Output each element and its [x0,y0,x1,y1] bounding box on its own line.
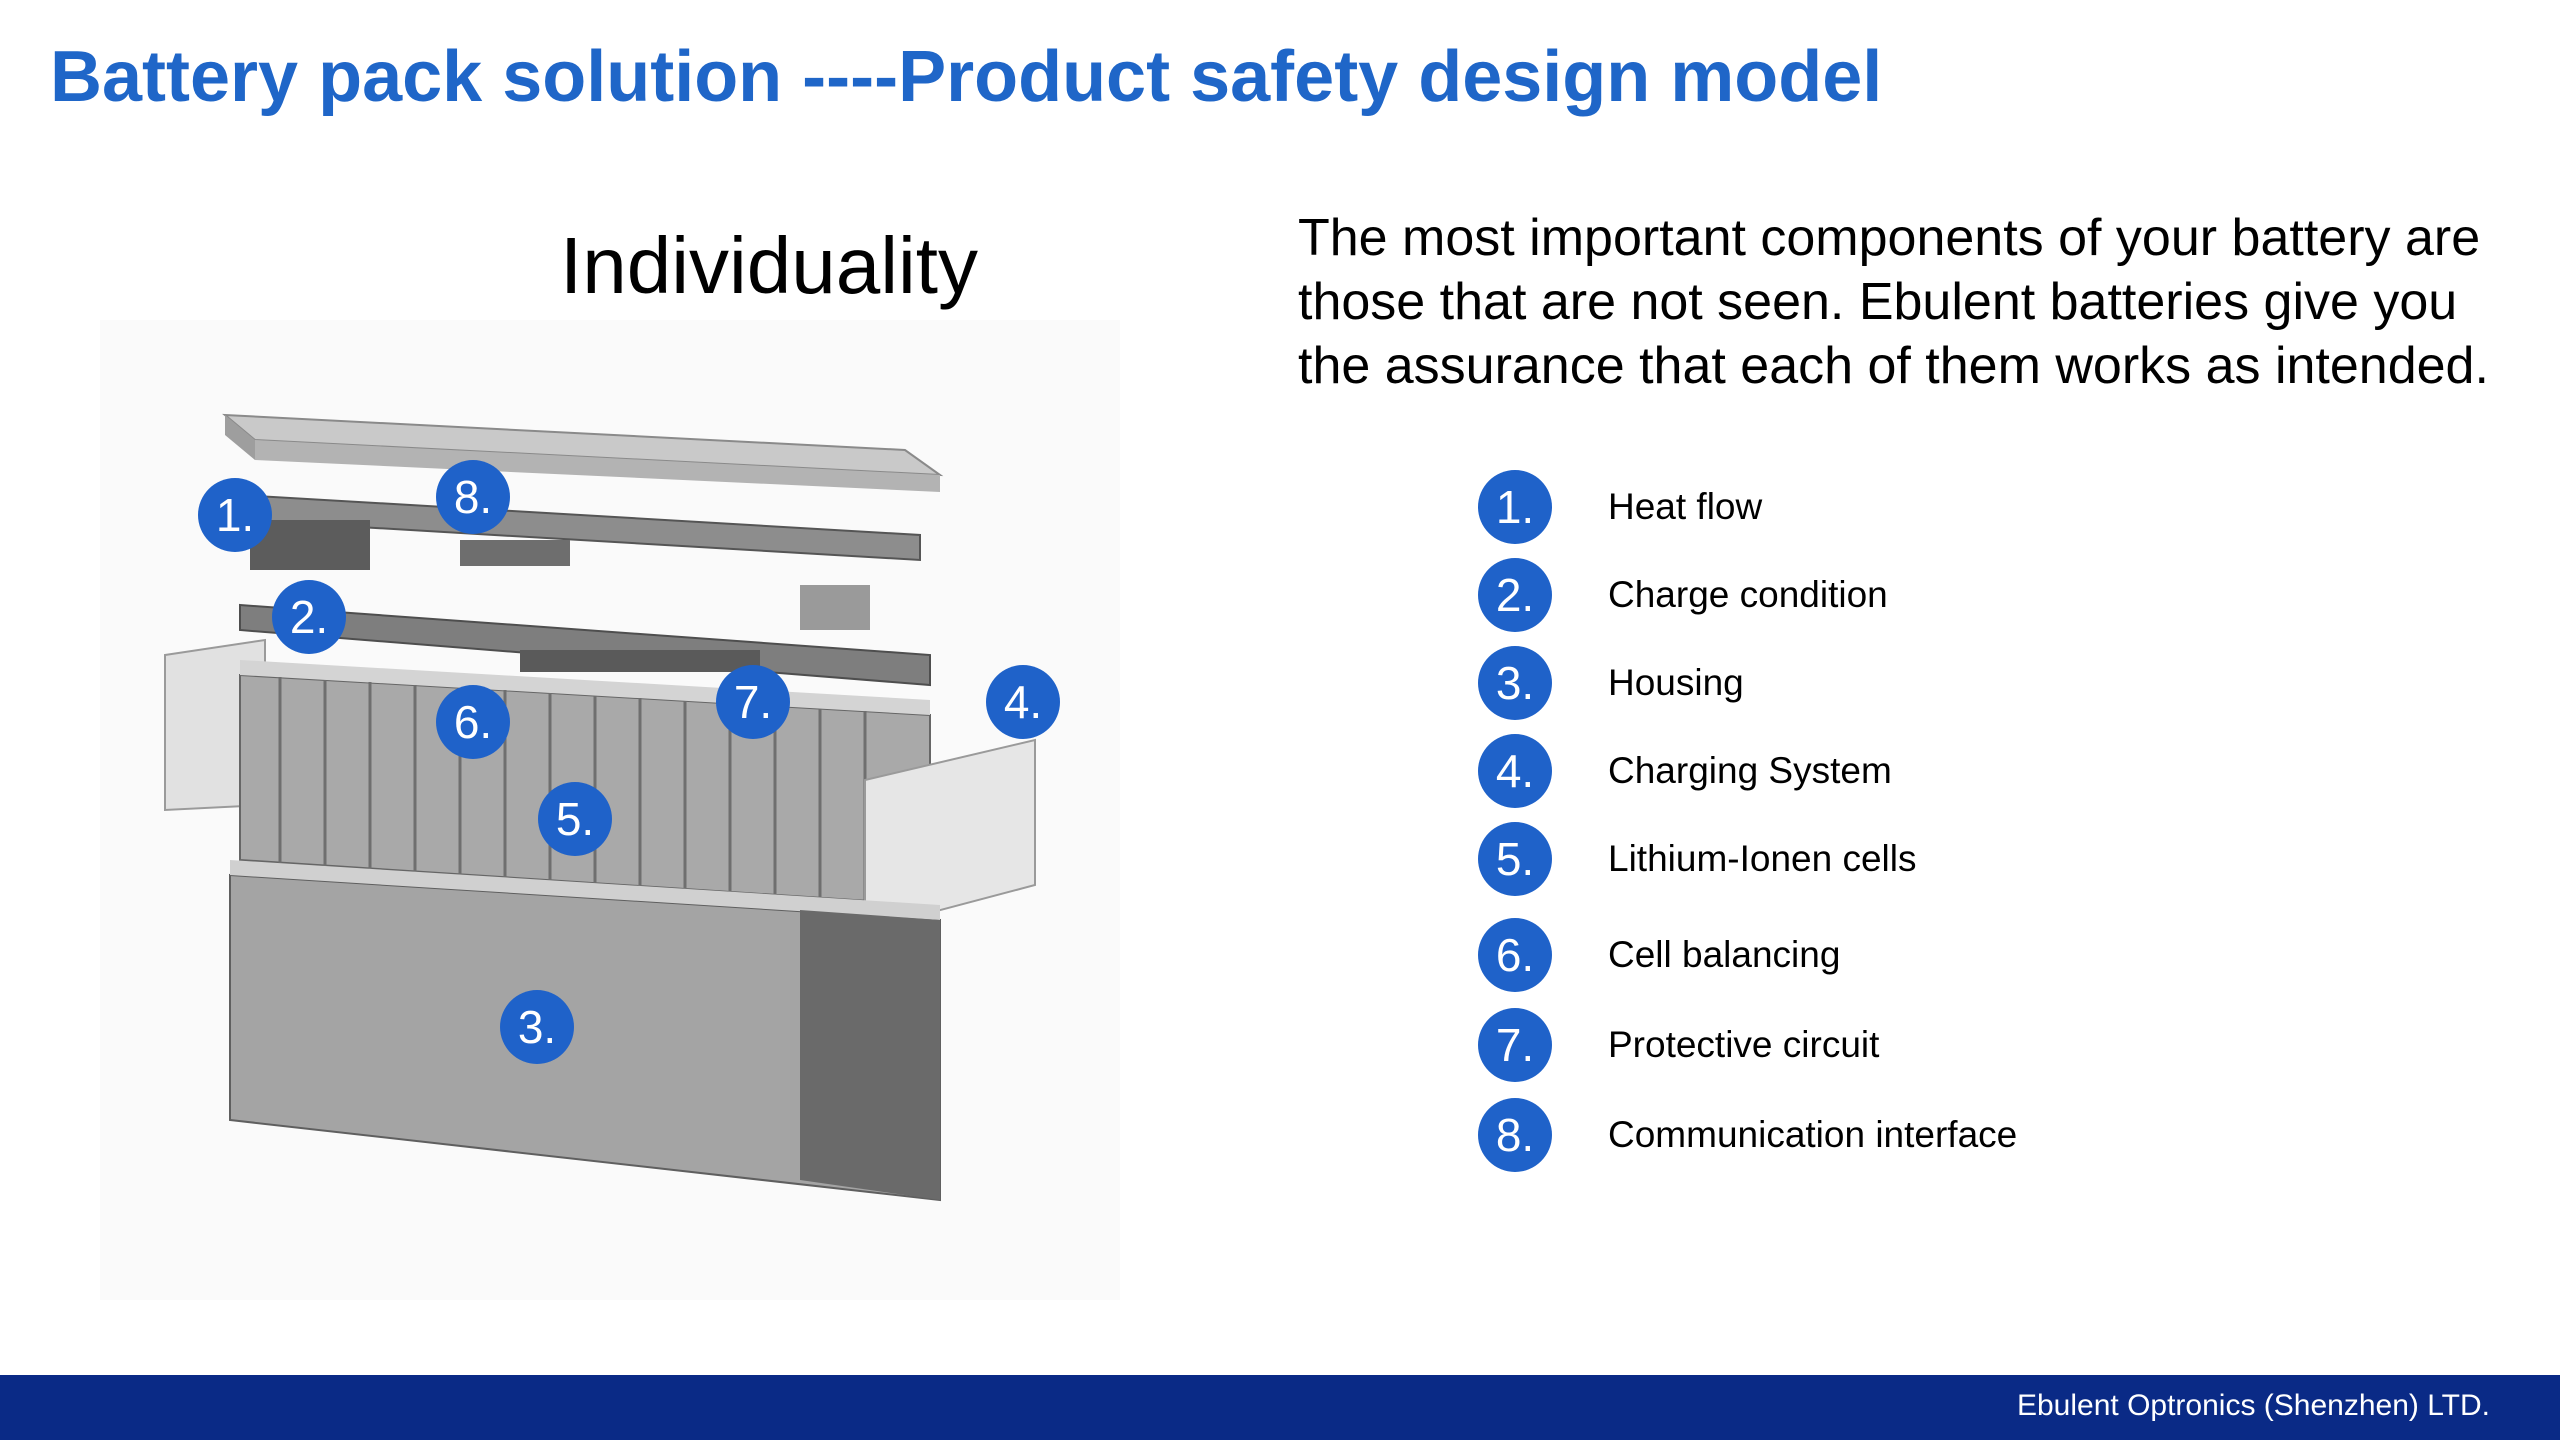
callout-4: 4. [986,665,1060,739]
callout-3: 3. [500,990,574,1064]
callout-7: 7. [716,665,790,739]
legend-label: Cell balancing [1608,934,1841,975]
legend-badge: 8. [1478,1098,1552,1172]
footer-bar: Ebulent Optronics (Shenzhen) LTD. [0,1375,2560,1440]
slide-title: Battery pack solution ----Product safety… [50,37,1883,117]
callout-6: 6. [436,685,510,759]
legend-label: Protective circuit [1608,1024,1880,1065]
callout-5: 5. [538,782,612,856]
legend-badge: 4. [1478,734,1552,808]
legend-item-lithium-ionen-cells: 5. Lithium-Ionen cells [1478,822,2178,896]
figure-subtitle: Individuality [560,221,979,310]
legend-label: Charge condition [1608,574,1888,615]
legend-badge: 1. [1478,470,1552,544]
legend-item-charging-system: 4. Charging System [1478,734,2178,808]
legend-item-communication-interface: 8. Communication interface [1478,1098,2178,1172]
legend-badge: 7. [1478,1008,1552,1082]
legend-badge: 3. [1478,646,1552,720]
battery-exploded-view: 1. 8. 2. 6. 7. 4. 5. 3. [100,320,1120,1300]
legend-item-heat-flow: 1. Heat flow [1478,470,2178,544]
intro-paragraph: The most important components of your ba… [1298,209,2489,395]
legend-badge: 6. [1478,918,1552,992]
legend-item-protective-circuit: 7. Protective circuit [1478,1008,2178,1082]
callout-8: 8. [436,460,510,534]
callout-2: 2. [272,580,346,654]
callout-1: 1. [198,478,272,552]
legend-label: Lithium-Ionen cells [1608,838,1917,879]
legend-label: Heat flow [1608,486,1763,527]
legend-label: Communication interface [1608,1114,2018,1155]
legend-label: Charging System [1608,750,1892,791]
legend-badge: 2. [1478,558,1552,632]
legend-item-cell-balancing: 6. Cell balancing [1478,918,2178,992]
legend-item-housing: 3. Housing [1478,646,2178,720]
legend-label: Housing [1608,662,1744,703]
legend-item-charge-condition: 2. Charge condition [1478,558,2178,632]
legend-badge: 5. [1478,822,1552,896]
footer-company: Ebulent Optronics (Shenzhen) LTD. [2016,1389,2490,1422]
